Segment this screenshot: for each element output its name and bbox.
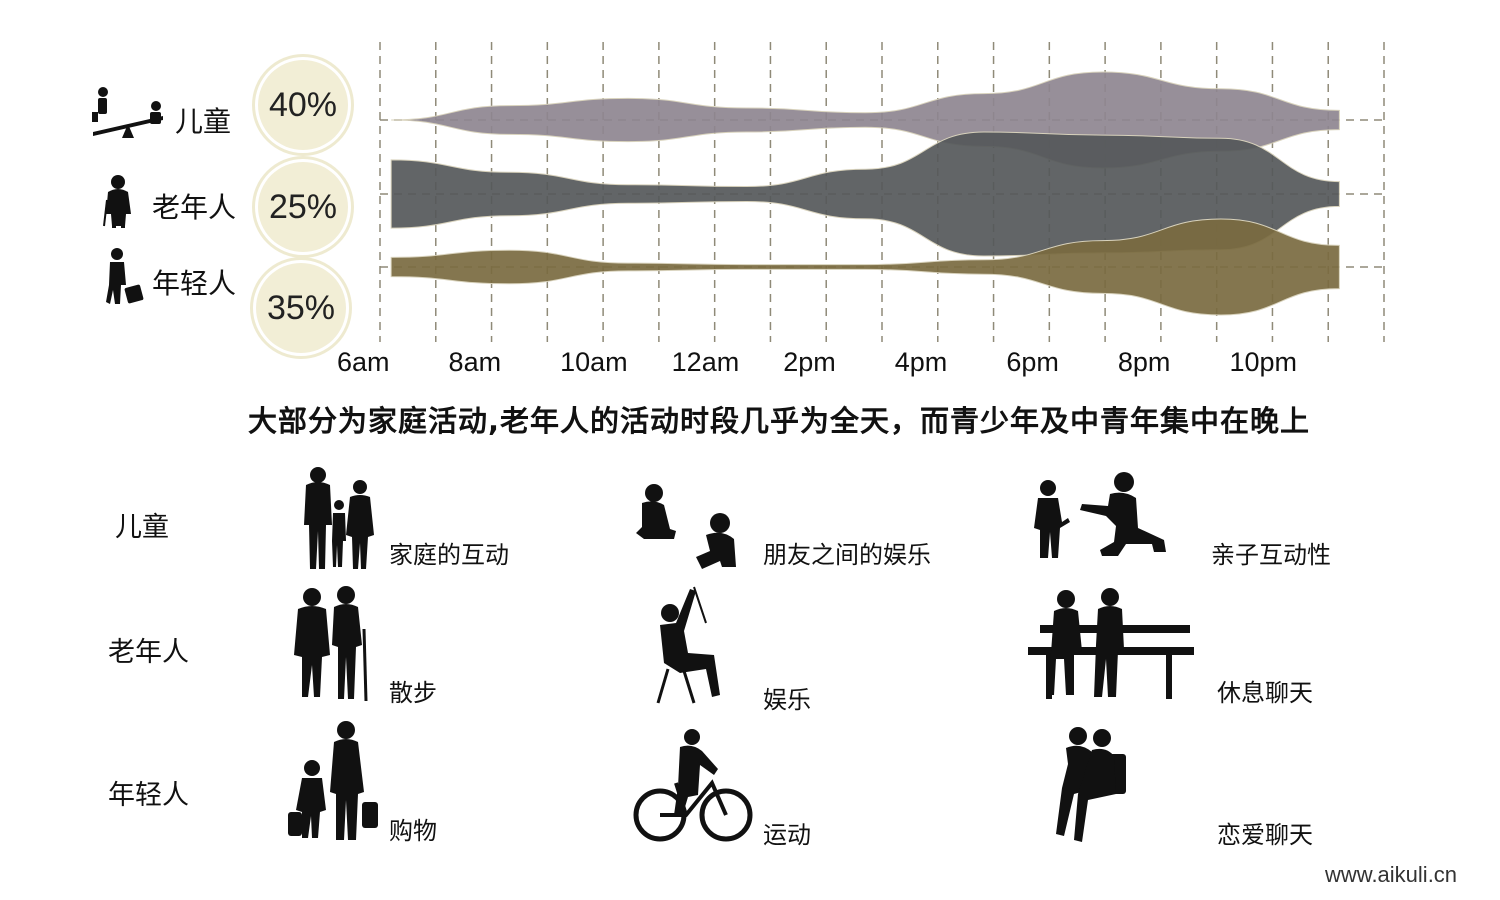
activity-band-1 xyxy=(390,131,1340,257)
group-label-children: 儿童 xyxy=(175,105,232,138)
x-tick-label: 12am xyxy=(671,347,740,377)
activity-exercise: 运动 xyxy=(763,821,811,849)
percent-badge-children: 40% xyxy=(258,60,348,150)
bench-chat-silhouette-icon xyxy=(1028,588,1194,699)
activity-friends-play: 朋友之间的娱乐 xyxy=(763,541,931,569)
x-tick-label: 2pm xyxy=(783,347,836,377)
parent-child-silhouette-icon xyxy=(1034,472,1166,558)
x-tick-label: 10pm xyxy=(1229,347,1297,377)
x-tick-label: 6am xyxy=(337,347,390,377)
x-tick-label: 8am xyxy=(448,347,502,377)
activity-rest-chat: 休息聊天 xyxy=(1217,679,1313,707)
seesaw-icon xyxy=(92,87,163,138)
cyclist-silhouette-icon xyxy=(633,729,753,842)
activity-timeline-chart xyxy=(92,42,1385,342)
activity-shopping: 购物 xyxy=(389,817,437,845)
shopping-silhouette-icon xyxy=(288,721,378,840)
x-tick-label: 10am xyxy=(560,347,628,377)
activity-walking: 散步 xyxy=(389,679,437,707)
activity-family-interaction: 家庭的互动 xyxy=(389,541,509,569)
row-label-children: 儿童 xyxy=(115,512,169,543)
activity-band-2 xyxy=(390,218,1340,316)
seated-elder-silhouette-icon xyxy=(656,586,720,704)
elderly-couple-walking-icon xyxy=(294,586,368,702)
x-tick-label: 8pm xyxy=(1117,347,1171,377)
x-tick-label: 4pm xyxy=(894,347,948,377)
traveler-figure-icon xyxy=(106,248,144,304)
group-label-youth: 年轻人 xyxy=(152,267,237,300)
row-label-elderly: 老年人 xyxy=(108,637,189,668)
kids-playing-silhouette-icon xyxy=(636,484,736,569)
couple-sitting-silhouette-icon xyxy=(1056,727,1126,842)
x-tick-label: 6pm xyxy=(1006,347,1059,377)
percent-badge-youth: 35% xyxy=(256,263,346,353)
activity-parent-child: 亲子互动性 xyxy=(1211,541,1331,569)
group-label-elderly: 老年人 xyxy=(152,191,237,224)
chart-caption: 大部分为家庭活动,老年人的活动时段几乎为全天，而青少年及中青年集中在晚上 xyxy=(248,404,1311,438)
activity-couple-chat: 恋爱聊天 xyxy=(1217,821,1313,849)
elder-figure-icon xyxy=(103,175,131,228)
watermark: www.aikuli.cn xyxy=(1325,862,1458,887)
row-label-youth: 年轻人 xyxy=(108,780,189,811)
activity-entertainment: 娱乐 xyxy=(763,686,811,714)
activity-bands xyxy=(390,71,1340,316)
percent-badge-elderly: 25% xyxy=(258,162,348,252)
family-silhouette-icon xyxy=(304,467,374,569)
